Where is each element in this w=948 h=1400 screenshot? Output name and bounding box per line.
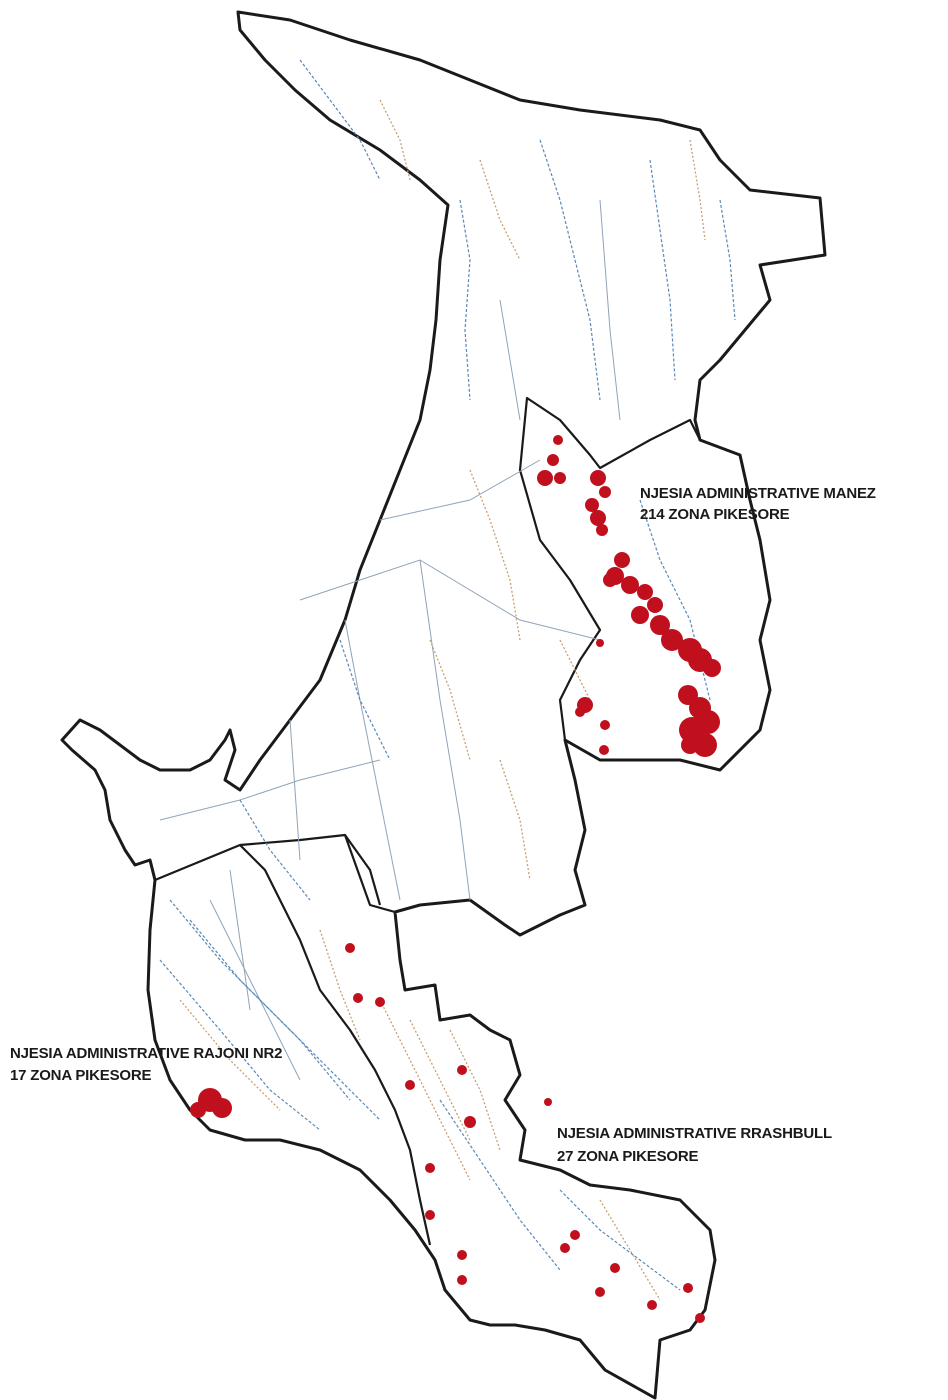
hazard-zone-marker	[590, 470, 606, 486]
hazard-zone-marker	[345, 943, 355, 953]
hazard-zone-marker	[353, 993, 363, 1003]
hazard-zone-marker	[610, 1263, 620, 1273]
label-rrashbull-line1: NJESIA ADMINISTRATIVE RRASHBULL	[557, 1125, 832, 1142]
stream-network-orange	[179, 99, 706, 1301]
hazard-zone-marker	[599, 486, 611, 498]
hazard-zone-marker	[575, 707, 585, 717]
hazard-zone-marker	[603, 573, 617, 587]
hazard-zone-marker	[590, 510, 606, 526]
label-manez-line2: 214 ZONA PIKESORE	[640, 506, 790, 523]
hazard-zone-marker	[614, 552, 630, 568]
hazard-zone-marker	[375, 997, 385, 1007]
hazard-zone-marker	[212, 1098, 232, 1118]
label-rajoni-nr2-line2: 17 ZONA PIKESORE	[10, 1067, 152, 1084]
rajoni-nr2-boundary	[154, 843, 432, 1246]
hazard-zone-marker	[457, 1250, 467, 1260]
hazard-zone-marker	[537, 470, 553, 486]
rrashbull-boundary	[239, 833, 396, 914]
hazard-zone-marker	[647, 1300, 657, 1310]
hazard-zone-marker	[600, 720, 610, 730]
hazard-zone-marker	[405, 1080, 415, 1090]
hazard-zone-marker	[457, 1065, 467, 1075]
hazard-zone-marker	[599, 745, 609, 755]
hazard-zone-marker	[464, 1116, 476, 1128]
hazard-zone-marker	[695, 1313, 705, 1323]
label-rrashbull-line2: 27 ZONA PIKESORE	[557, 1148, 699, 1165]
hazard-zone-marker	[595, 1287, 605, 1297]
label-manez-line1: NJESIA ADMINISTRATIVE MANEZ	[640, 485, 876, 502]
hazard-zone-marker	[190, 1102, 206, 1118]
hazard-zone-marker	[596, 639, 604, 647]
hazard-zone-marker	[693, 733, 717, 757]
hazard-zone-marker	[547, 454, 559, 466]
hazard-zone-marker	[585, 498, 599, 512]
hazard-zone-marker	[621, 576, 639, 594]
hazard-zone-marker	[596, 524, 608, 536]
hazard-zone-marker	[544, 1098, 552, 1106]
hazard-zone-marker	[661, 629, 683, 651]
hazard-zone-marker	[570, 1230, 580, 1240]
hazard-zone-marker	[703, 659, 721, 677]
hazard-zone-marker	[631, 606, 649, 624]
hazard-zone-marker	[560, 1243, 570, 1253]
hazard-zone-marker	[647, 597, 663, 613]
label-rajoni-nr2-line1: NJESIA ADMINISTRATIVE RAJONI NR2	[10, 1045, 283, 1062]
manez-boundary	[518, 396, 772, 772]
hazard-zone-marker	[554, 472, 566, 484]
hazard-zone-marker	[425, 1163, 435, 1173]
hazard-zone-marker	[650, 615, 670, 635]
stream-network-blue	[159, 59, 736, 1291]
hazard-zones	[190, 435, 721, 1323]
hazard-zone-marker	[553, 435, 563, 445]
hazard-zone-marker	[683, 1283, 693, 1293]
hazard-zone-marker	[681, 736, 699, 754]
hazard-zone-marker	[425, 1210, 435, 1220]
hazard-zone-marker	[457, 1275, 467, 1285]
hazard-zone-marker	[637, 584, 653, 600]
